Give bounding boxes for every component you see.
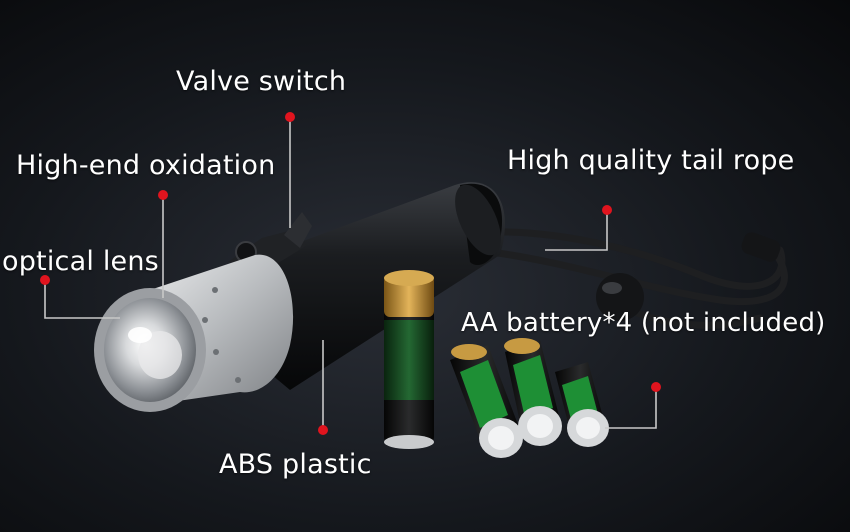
battery-standing xyxy=(384,270,434,449)
battery-lying-2 xyxy=(504,338,562,446)
rope-stopper xyxy=(596,232,781,321)
marker-abs-plastic xyxy=(318,425,328,435)
marker-battery xyxy=(651,382,661,392)
label-valve-switch: Valve switch xyxy=(176,66,347,97)
marker-optical-lens xyxy=(40,275,50,285)
leader-lines xyxy=(44,117,657,430)
label-optical-lens: optical lens xyxy=(2,246,159,277)
marker-oxidation xyxy=(158,190,168,200)
bezel xyxy=(94,254,294,412)
marker-valve-switch xyxy=(285,112,295,122)
battery-lying-3 xyxy=(555,362,609,447)
callout-markers xyxy=(40,112,661,435)
label-oxidation: High-end oxidation xyxy=(16,150,276,181)
label-abs-plastic: ABS plastic xyxy=(219,449,372,480)
label-battery: AA battery*4 (not included) xyxy=(461,308,826,338)
marker-tail-rope xyxy=(602,205,612,215)
battery-lying-1 xyxy=(450,344,523,458)
label-tail-rope: High quality tail rope xyxy=(507,145,795,176)
